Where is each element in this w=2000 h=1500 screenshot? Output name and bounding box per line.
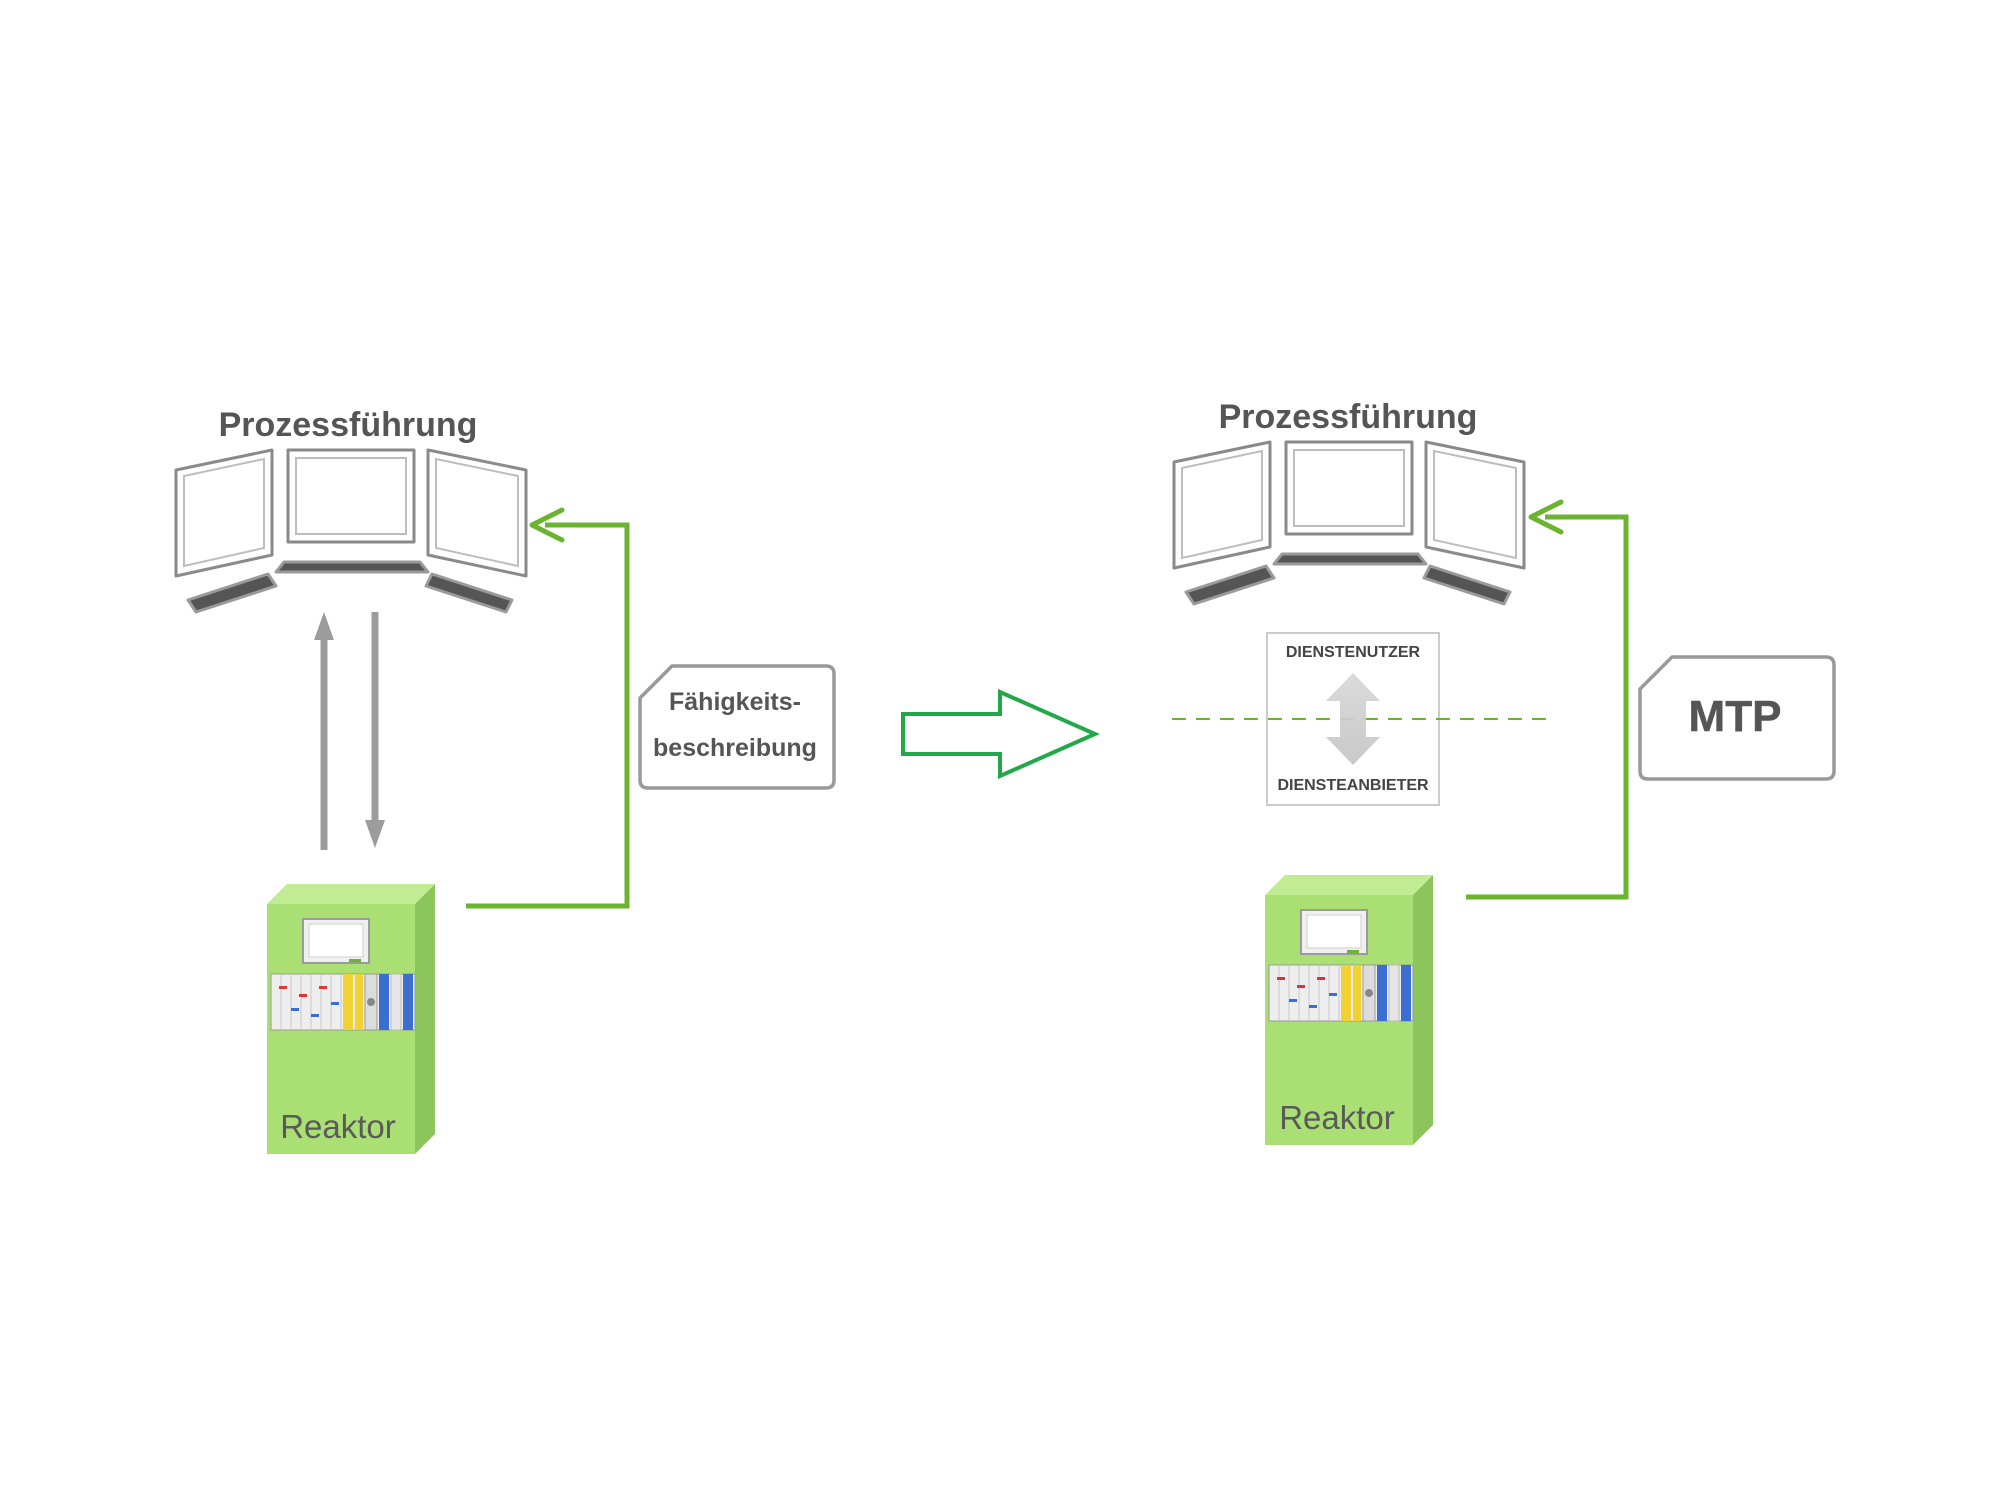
left-title: Prozessführung [219, 406, 478, 444]
right-title: Prozessführung [1219, 398, 1478, 436]
right-document-card: MTP [1638, 655, 1836, 781]
right-workstation-icon [1172, 440, 1526, 606]
left-doc-line2: beschreibung [653, 734, 817, 762]
service-provider-label: DIENSTEANBIETER [1277, 777, 1429, 794]
right-reactor-label: Reaktor [1279, 1099, 1395, 1136]
left-green-connector [466, 507, 630, 909]
right-green-connector [1466, 499, 1629, 900]
right-doc-label: MTP [1689, 692, 1782, 741]
left-bidirectional-arrows [314, 612, 385, 850]
transition-outline-arrow-icon [901, 688, 1100, 780]
double-arrow-icon [1326, 673, 1380, 765]
service-user-label: DIENSTENUTZER [1286, 644, 1421, 661]
service-interface-box: DIENSTENUTZER DIENSTEANBIETER [1172, 632, 1548, 806]
left-reactor-label: Reaktor [280, 1108, 396, 1145]
left-doc-line1: Fähigkeits- [669, 688, 801, 716]
left-document-card: Fähigkeits- beschreibung [638, 664, 836, 790]
left-reactor: Reaktor [266, 883, 436, 1155]
right-reactor: Reaktor [1264, 874, 1434, 1146]
document-card-icon [638, 664, 836, 790]
left-workstation-icon [174, 448, 528, 614]
